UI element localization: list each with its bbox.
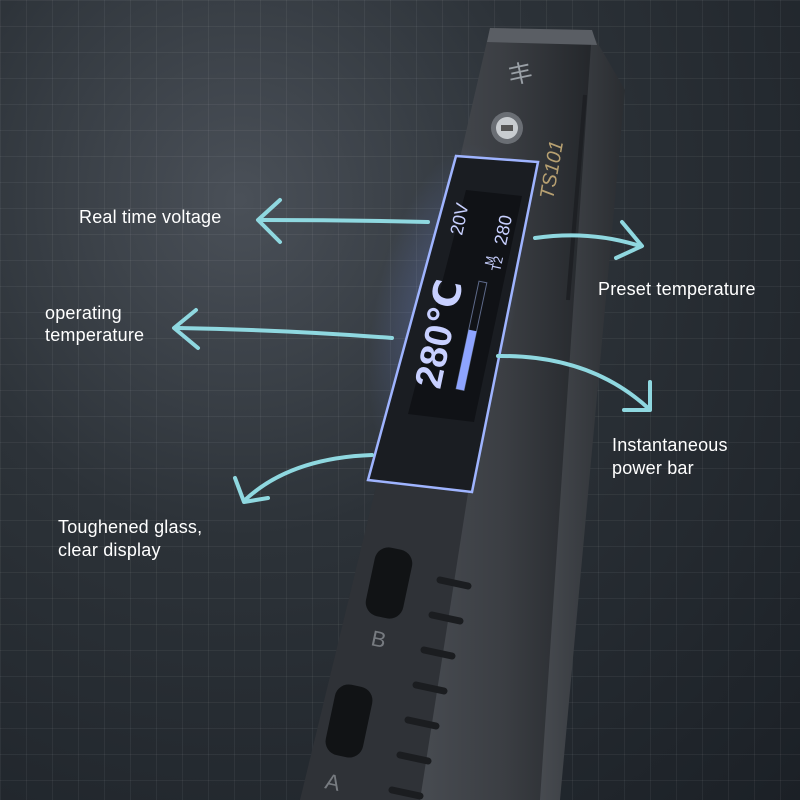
brand-logo: 丰	[506, 58, 535, 90]
power-bar	[455, 280, 488, 392]
display-glass	[366, 154, 540, 494]
button-a-label: A	[323, 768, 343, 796]
label-glass-2: clear display	[58, 540, 161, 560]
label-preset-temperature: Preset temperature	[598, 279, 756, 299]
label-power-bar-1: Instantaneous	[612, 435, 728, 455]
power-bar-fill	[456, 329, 477, 391]
button-b-label: B	[369, 625, 389, 653]
tip-readout: T2	[488, 255, 506, 273]
mode-readout: M	[483, 255, 497, 266]
label-power-bar-2: power bar	[612, 458, 694, 478]
arrow-icon	[233, 453, 374, 504]
button-a[interactable]	[323, 682, 375, 760]
label-operating-temp-1: operating	[45, 303, 122, 323]
label-operating-temp-2: temperature	[45, 325, 145, 345]
screw-icon	[491, 112, 523, 144]
arrow-icon	[256, 198, 430, 244]
arrow-icon	[496, 353, 652, 412]
arrow-icon	[172, 308, 394, 350]
label-realtime-voltage: Real time voltage	[79, 207, 222, 227]
grip-ridges	[388, 576, 472, 800]
button-b[interactable]	[363, 545, 415, 621]
label-glass-1: Toughened glass,	[58, 517, 203, 537]
arrow-icon	[533, 220, 644, 260]
